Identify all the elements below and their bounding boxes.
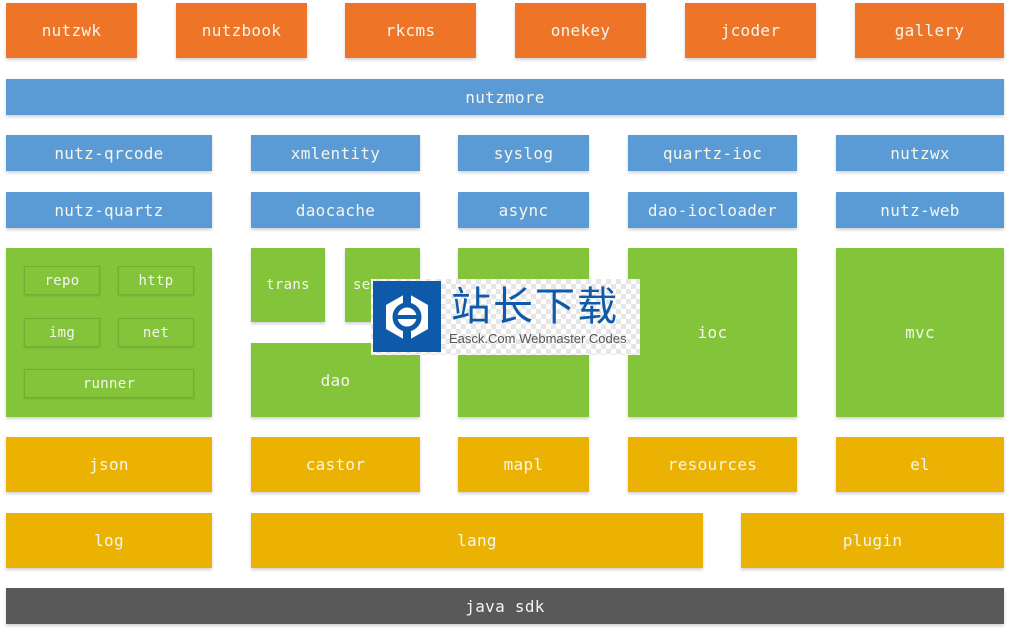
plugin-label: quartz-ioc (662, 143, 763, 163)
module-misc-group: repo http img net runner (6, 248, 212, 417)
easck-e-logo-icon (373, 281, 441, 352)
app-gallery: gallery (855, 3, 1004, 58)
module-label: dao (320, 370, 351, 390)
module-net: net (118, 318, 194, 347)
core-lang: lang (251, 513, 703, 568)
module-label: trans (266, 277, 310, 293)
plugin-label: async (498, 200, 549, 220)
app-label: gallery (894, 21, 965, 40)
plugin-label: nutz-qrcode (54, 143, 164, 163)
core-label: el (910, 455, 930, 474)
plugin-label: daocache (295, 200, 376, 220)
core-label: resources (667, 455, 758, 474)
plugin-nutz-qrcode: nutz-qrcode (6, 135, 212, 171)
plugin-label: nutzwx (890, 143, 950, 163)
base-java-sdk: java sdk (6, 588, 1004, 624)
plugin-label: xmlentity (290, 143, 381, 163)
module-img: img (24, 318, 100, 347)
module-label: img (48, 324, 76, 341)
plugin-label: syslog (493, 143, 554, 163)
core-label: json (89, 455, 129, 474)
core-plugin: plugin (741, 513, 1004, 568)
core-mapl: mapl (458, 437, 589, 492)
module-ioc: ioc (628, 248, 797, 417)
core-label: plugin (842, 531, 903, 550)
module-label: se (353, 277, 371, 293)
app-label: rkcms (385, 21, 436, 40)
watermark-subtitle: Easck.Com Webmaster Codes (449, 331, 627, 346)
watermark-title: 站长下载 (451, 284, 619, 330)
module-runner: runner (24, 369, 194, 398)
plugin-xmlentity: xmlentity (251, 135, 420, 171)
module-label: net (142, 324, 170, 341)
module-trans: trans (251, 248, 325, 322)
plugin-quartz-ioc: quartz-ioc (628, 135, 797, 171)
module-dao: dao (251, 343, 420, 417)
core-label: castor (305, 455, 366, 474)
watermark: 站长下载 Easck.Com Webmaster Codes (371, 279, 640, 355)
app-label: jcoder (720, 21, 781, 40)
plugin-dao-iocloader: dao-iocloader (628, 192, 797, 228)
module-label: http (138, 272, 174, 289)
plugin-nutzwx: nutzwx (836, 135, 1004, 171)
app-onekey: onekey (515, 3, 646, 58)
core-label: mapl (503, 455, 544, 474)
app-label: nutzbook (201, 21, 282, 40)
plugin-label: dao-iocloader (647, 200, 778, 220)
app-label: onekey (550, 21, 611, 40)
core-el: el (836, 437, 1004, 492)
app-rkcms: rkcms (345, 3, 476, 58)
module-repo: repo (24, 266, 100, 295)
module-label: mvc (905, 323, 935, 342)
module-label: ioc (697, 323, 728, 342)
plugin-label: nutz-web (880, 200, 960, 220)
app-nutzwk: nutzwk (6, 3, 137, 58)
module-label: repo (44, 272, 80, 289)
module-mvc: mvc (836, 248, 1004, 417)
plugin-label: nutz-quartz (54, 200, 164, 220)
plugin-syslog: syslog (458, 135, 589, 171)
core-label: lang (457, 531, 497, 550)
app-nutzbook: nutzbook (176, 3, 307, 58)
core-castor: castor (251, 437, 420, 492)
app-label: nutzwk (41, 21, 102, 40)
plugin-async: async (458, 192, 589, 228)
base-label: java sdk (465, 596, 545, 616)
app-jcoder: jcoder (685, 3, 816, 58)
core-log: log (6, 513, 212, 568)
module-label: runner (82, 375, 136, 392)
module-http: http (118, 266, 194, 295)
plugin-nutz-quartz: nutz-quartz (6, 192, 212, 228)
plugin-nutz-web: nutz-web (836, 192, 1004, 228)
core-resources: resources (628, 437, 797, 492)
nutzmore-bar: nutzmore (6, 79, 1004, 115)
plugin-daocache: daocache (251, 192, 420, 228)
core-json: json (6, 437, 212, 492)
nutzmore-label: nutzmore (465, 87, 545, 107)
core-label: log (94, 531, 124, 550)
